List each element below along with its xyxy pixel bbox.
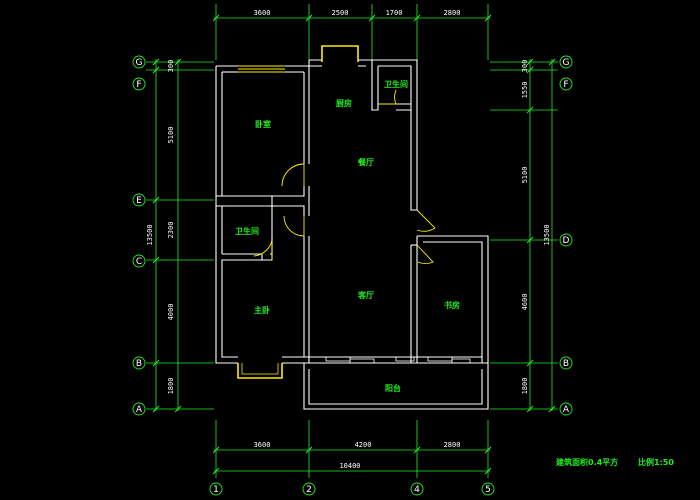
- room-dining: 餐厅: [357, 157, 374, 167]
- axis-label-col-4: 4: [414, 485, 420, 495]
- room-bath-left: 卫生间: [235, 226, 259, 236]
- axis-labels: G F E C B A G F D B A 1 2 4 5: [136, 58, 570, 495]
- room-study: 书房: [444, 300, 460, 310]
- room-kitchen: 厨房: [336, 98, 352, 108]
- dim-top-4: 2800: [444, 9, 461, 17]
- master-bay-window: [237, 363, 283, 379]
- dim-right-3: 5100: [521, 167, 529, 184]
- dim-left-4: 4000: [167, 304, 175, 321]
- axis-bubbles-bottom: [209, 482, 495, 496]
- axis-label-right-a: A: [563, 405, 570, 415]
- dimension-text-right: 300 1550 5100 4600 1800 13500: [521, 60, 551, 395]
- dim-right-total: 13500: [543, 224, 551, 245]
- bedroom-door: [281, 163, 305, 187]
- footer-notes: 建筑面积0.4平方 比例1:50: [555, 457, 674, 467]
- bedroom-window: [238, 65, 285, 73]
- axis-label-left-b: B: [136, 359, 142, 369]
- dim-bottom-2: 4200: [355, 441, 372, 449]
- dim-left-1: 300: [167, 60, 175, 73]
- dim-right-4: 4600: [521, 294, 529, 311]
- axis-label-left-c: C: [136, 257, 142, 267]
- kitchen-window: [321, 45, 359, 62]
- axis-label-right-f: F: [563, 80, 568, 90]
- axis-label-right-b: B: [563, 359, 569, 369]
- dimension-text-top: 3600 2500 1700 2800: [254, 9, 461, 17]
- study-door: [416, 244, 434, 265]
- dim-left-5: 1800: [167, 378, 175, 395]
- axis-label-left-a: A: [136, 405, 143, 415]
- axis-label-right-g: G: [563, 58, 570, 68]
- area-note: 建筑面积0.4平方: [555, 457, 618, 467]
- bath-top-door: [378, 89, 397, 105]
- room-living: 客厅: [357, 290, 374, 300]
- doors: [253, 89, 436, 265]
- dim-left-total: 13500: [146, 224, 154, 245]
- dim-bottom-1: 3600: [254, 441, 271, 449]
- windows: [237, 45, 359, 379]
- dimension-lines: [146, 4, 558, 478]
- bath-left-inner-door: [253, 239, 273, 260]
- room-bedroom: 卧室: [255, 119, 271, 129]
- axis-bubbles-left: [132, 55, 146, 416]
- dim-top-2: 2500: [332, 9, 349, 17]
- axis-label-left-g: G: [136, 58, 143, 68]
- dim-right-1: 300: [521, 60, 529, 73]
- dimension-text-left: 300 5100 2300 4000 1800 13500: [146, 60, 175, 395]
- room-balcony: 阳台: [385, 383, 401, 393]
- room-master: 主卧: [254, 305, 270, 315]
- dim-top-3: 1700: [386, 9, 403, 17]
- dim-top-1: 3600: [254, 9, 271, 17]
- dimension-text-bottom: 3600 4200 2800 10400: [254, 441, 461, 470]
- room-bath-top: 卫生间: [384, 79, 408, 89]
- axis-label-right-d: D: [563, 236, 570, 246]
- dimension-ticks: [152, 14, 556, 475]
- axis-label-left-f: F: [136, 80, 141, 90]
- dim-bottom-total: 10400: [339, 462, 360, 470]
- room-labels: 厨房 卫生间 卧室 餐厅 卫生间 客厅 主卧 书房 阳台: [235, 79, 460, 393]
- axis-label-col-1: 1: [213, 485, 219, 495]
- balcony-sliding-doors: [325, 356, 471, 364]
- dim-right-2: 1550: [521, 82, 529, 99]
- axis-label-col-5: 5: [485, 485, 491, 495]
- master-bay-window-inner: [241, 363, 279, 375]
- bath-left-door: [283, 215, 305, 237]
- dim-right-5: 1800: [521, 378, 529, 395]
- axis-label-left-e: E: [136, 196, 142, 206]
- dining-door: [416, 209, 436, 232]
- scale-note: 比例1:50: [638, 457, 674, 467]
- axis-bubbles-right: [559, 55, 573, 416]
- dim-bottom-3: 2800: [444, 441, 461, 449]
- axis-label-col-2: 2: [306, 485, 312, 495]
- dim-left-2: 5100: [167, 127, 175, 144]
- dim-left-3: 2300: [167, 222, 175, 239]
